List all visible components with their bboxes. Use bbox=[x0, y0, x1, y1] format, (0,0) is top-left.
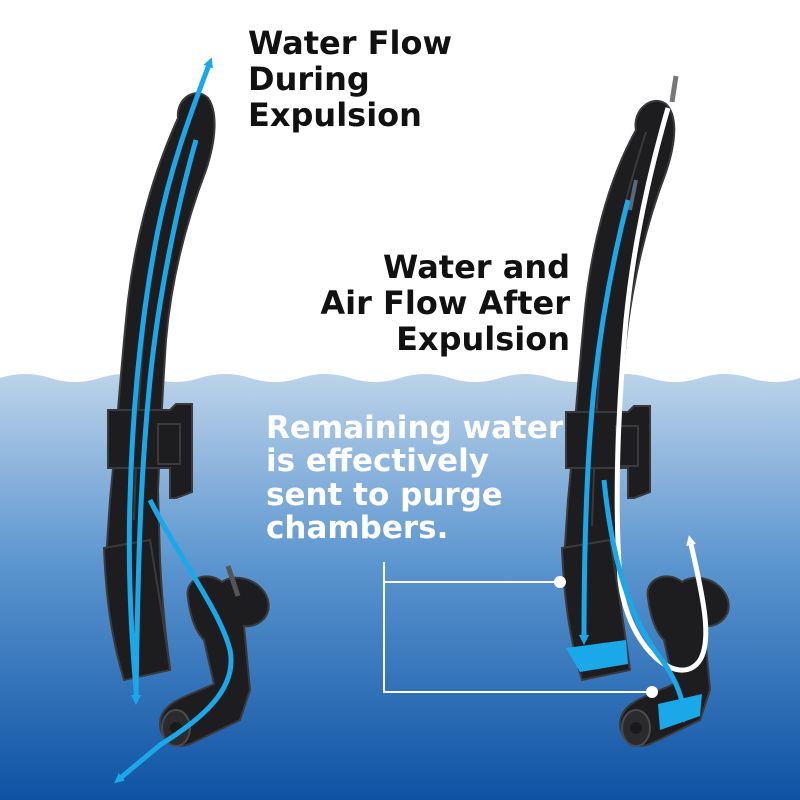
snorkel-clip bbox=[107, 403, 193, 499]
snorkel-tube-icon bbox=[104, 92, 216, 680]
water-air-flow-after-expulsion-label: Water and Air Flow After Expulsion bbox=[320, 248, 570, 358]
label-line: sent to purge bbox=[266, 476, 503, 513]
water-flow-during-expulsion-label: Water Flow During Expulsion bbox=[248, 24, 453, 134]
water-flow-arrow-up bbox=[126, 57, 213, 691]
label-line: Air Flow After bbox=[320, 283, 570, 322]
water-flow-arrow-right bbox=[579, 199, 631, 645]
label-line: Water and bbox=[383, 248, 570, 286]
snorkel-clip bbox=[565, 405, 651, 499]
mouthpiece-icon bbox=[618, 575, 730, 747]
callout-lines bbox=[383, 562, 658, 698]
water-flow-arrow-down bbox=[131, 139, 199, 705]
water-flow-arrow-exit bbox=[114, 498, 234, 784]
label-line: During bbox=[248, 59, 370, 98]
remaining-water-label: Remaining water is effectively sent to p… bbox=[266, 410, 564, 547]
label-line: Expulsion bbox=[248, 95, 422, 134]
water-flow-arrow-mouth bbox=[601, 479, 689, 723]
label-line: Expulsion bbox=[396, 319, 570, 358]
snorkel-left bbox=[102, 57, 270, 784]
mouthpiece-icon bbox=[158, 575, 270, 747]
mouthpiece-water bbox=[658, 694, 702, 730]
label-line: is effectively bbox=[266, 443, 489, 480]
air-flow-arrow bbox=[614, 107, 709, 673]
snorkel-right bbox=[560, 75, 730, 747]
label-line: Remaining water bbox=[266, 410, 564, 446]
purge-chamber-water bbox=[566, 640, 628, 672]
label-line: chambers. bbox=[266, 510, 449, 547]
label-line: Water Flow bbox=[248, 24, 453, 62]
